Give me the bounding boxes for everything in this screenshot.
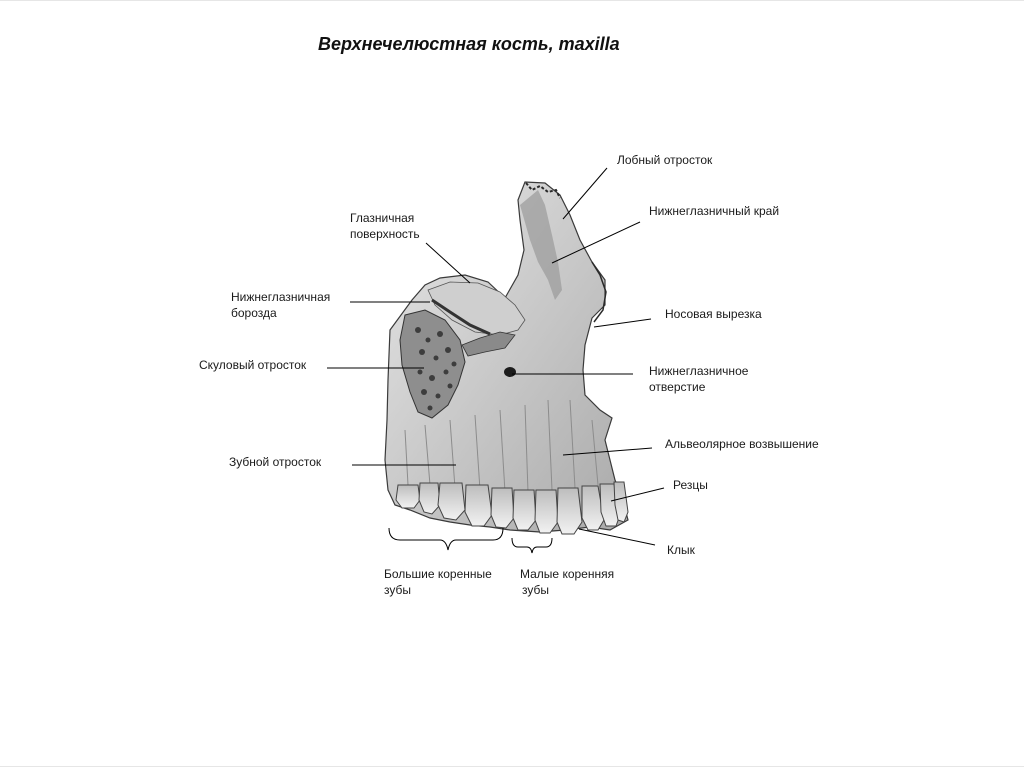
label-infraorbital-groove-line2: борозда <box>231 306 277 320</box>
leader-incisors <box>610 487 665 502</box>
leader-alveolar-yokes <box>562 447 653 456</box>
label-infraorbital-groove-line1: Нижнеглазничная <box>231 290 331 304</box>
label-incisors: Резцы <box>673 478 708 492</box>
diagram-title: Верхнечелюстная кость, maxilla <box>318 34 620 54</box>
top-border <box>0 0 1024 1</box>
label-premolars-line2: зубы <box>522 583 549 597</box>
alveolar-ridges <box>404 399 599 493</box>
maxilla-body <box>384 181 629 533</box>
orbital-surface-shape <box>427 281 526 336</box>
label-nasal-notch: Носовая вырезка <box>665 307 762 321</box>
leader-orbital-surface <box>425 242 471 284</box>
label-frontal-process: Лобный отросток <box>617 153 713 167</box>
infraorbital-foramen-shape <box>504 367 516 377</box>
leader-infraorbital-margin <box>551 221 641 264</box>
label-infraorbital-foramen-line1: Нижнеглазничное <box>649 364 749 378</box>
leader-lines <box>327 167 665 546</box>
label-alveolar-process: Зубной отросток <box>229 455 322 469</box>
label-infraorbital-margin: Нижнеглазничный край <box>649 204 780 218</box>
premolars-brace <box>511 537 553 554</box>
zygomatic-process-shape <box>399 309 466 419</box>
molars-brace <box>388 527 504 551</box>
label-premolars-line1: Малые коренняя <box>520 567 615 581</box>
label-molars-line2: зубы <box>384 583 411 597</box>
teeth <box>395 481 629 535</box>
leader-frontal-process <box>562 167 608 220</box>
label-molars-line1: Большие коренные <box>384 567 492 581</box>
label-canine: Клык <box>667 543 695 557</box>
leader-canine <box>578 528 656 546</box>
infraorbital-groove-shape <box>431 298 491 336</box>
label-alveolar-yokes: Альвеолярное возвышение <box>665 437 819 451</box>
label-orbital-surface-line1: Глазничная <box>350 211 415 225</box>
label-infraorbital-foramen-line2: отверстие <box>649 380 706 394</box>
frontal-process-shape <box>520 190 562 300</box>
label-orbital-surface-line2: поверхность <box>350 227 420 241</box>
label-zygomatic-process: Скуловый отросток <box>199 358 307 372</box>
leader-nasal-notch <box>593 318 652 328</box>
spongy-texture <box>415 327 457 411</box>
